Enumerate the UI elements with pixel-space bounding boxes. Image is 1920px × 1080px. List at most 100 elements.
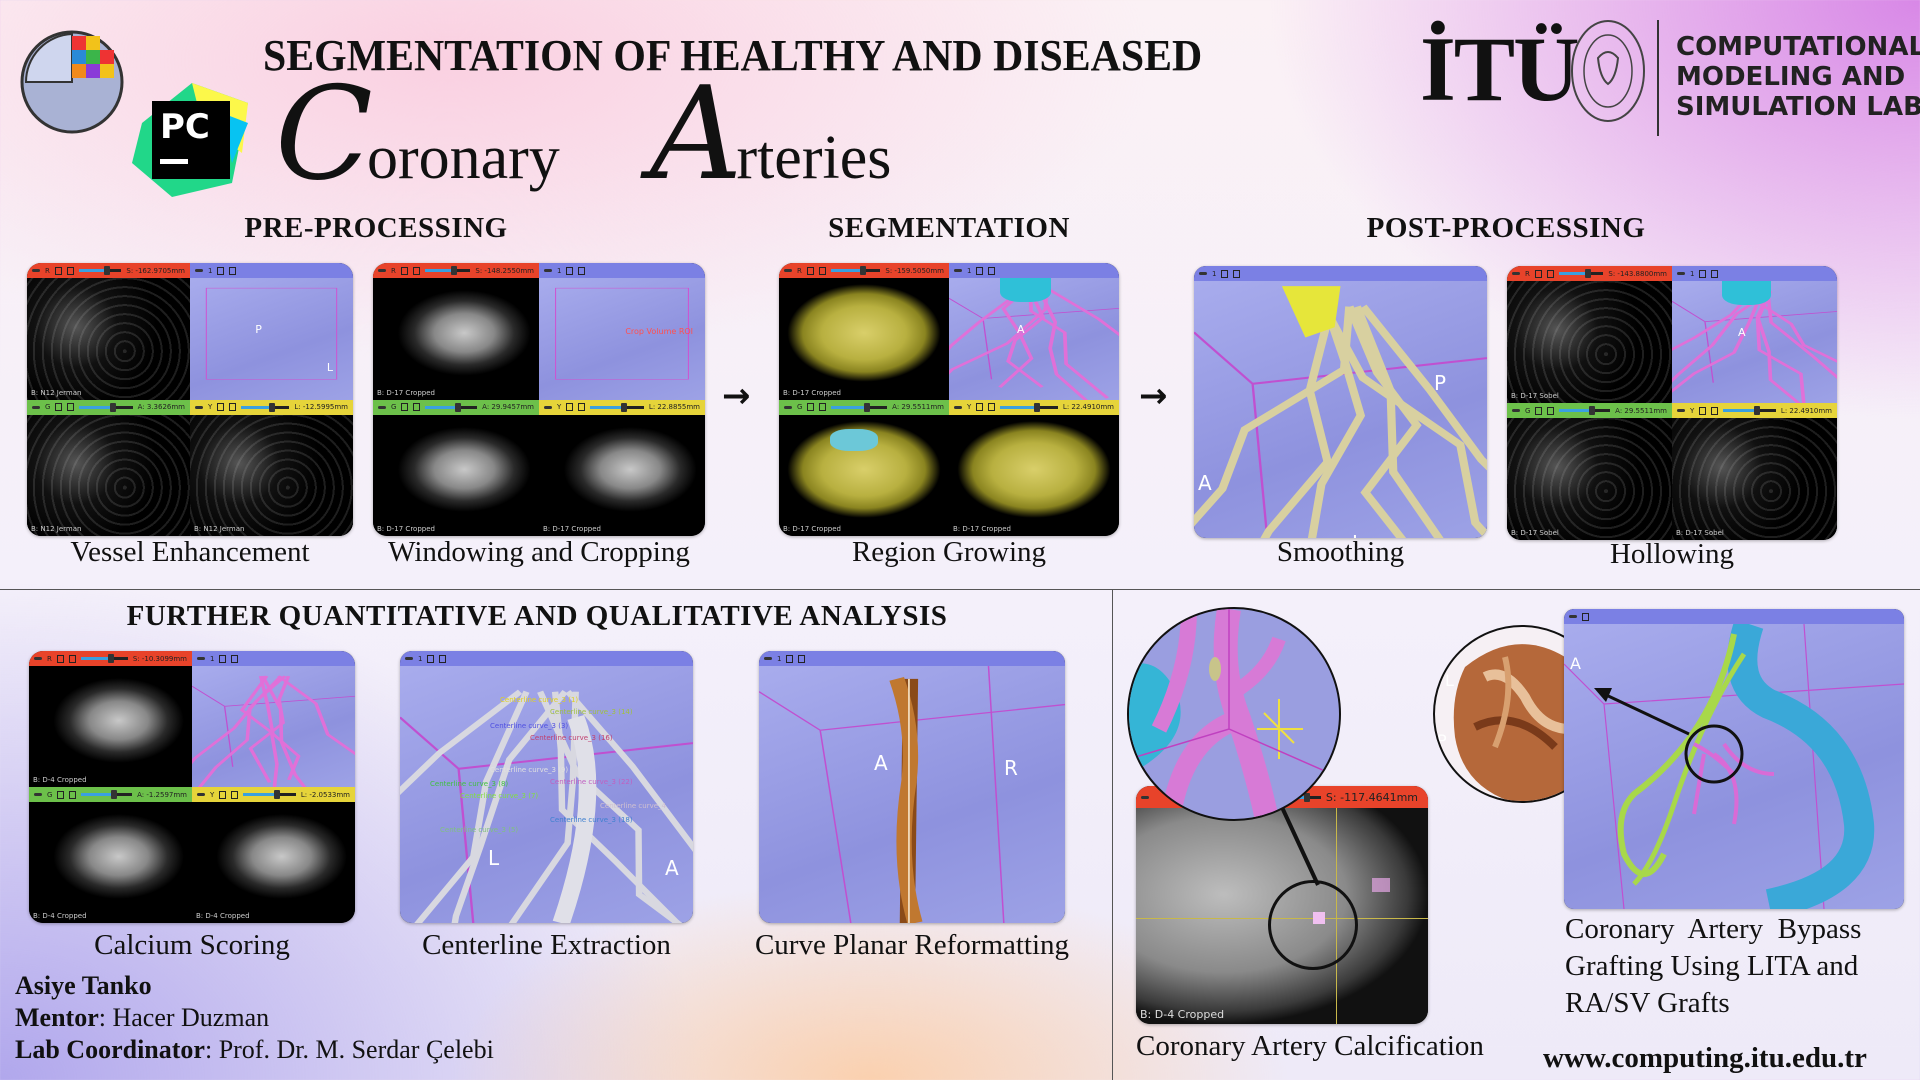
3d-render-view[interactable] — [190, 278, 353, 400]
slice-toolbar-blue[interactable]: 1 — [400, 651, 693, 666]
slice-slider[interactable] — [78, 266, 122, 275]
slice-view[interactable]: B: D-4 Cropped — [29, 802, 192, 923]
link-icon[interactable] — [1221, 269, 1229, 278]
pin-icon[interactable] — [197, 793, 205, 796]
slice-slider[interactable] — [1559, 406, 1611, 415]
pin-icon[interactable] — [544, 405, 552, 409]
slice-slider[interactable] — [79, 402, 133, 412]
pin-icon[interactable] — [195, 269, 203, 272]
maximize-icon[interactable] — [231, 654, 239, 663]
link-icon[interactable] — [400, 266, 408, 275]
slice-toolbar-blue[interactable]: 1 — [190, 263, 353, 278]
pin-icon[interactable] — [784, 405, 792, 409]
viewer-smoothing[interactable]: 1PAI — [1194, 266, 1487, 538]
slice-slider[interactable] — [80, 654, 128, 663]
pin-icon[interactable] — [378, 405, 386, 409]
maximize-icon[interactable] — [229, 403, 237, 411]
slice-view[interactable]: B: D-17 Cropped — [779, 278, 949, 400]
maximize-icon[interactable] — [231, 790, 239, 799]
slice-view[interactable]: B: N12 Jerman — [27, 414, 190, 536]
pin-icon[interactable] — [1199, 272, 1207, 275]
maximize-icon[interactable] — [66, 266, 74, 275]
link-icon[interactable] — [976, 266, 984, 275]
link-icon[interactable] — [219, 654, 227, 663]
link-icon[interactable] — [217, 266, 225, 275]
slice-view[interactable]: B: D-17 Cropped — [373, 278, 539, 400]
link-icon[interactable] — [1699, 406, 1707, 415]
slice-toolbar-blue[interactable]: 1 — [949, 263, 1119, 278]
pin-icon[interactable] — [1512, 409, 1520, 412]
pin-icon[interactable] — [1677, 272, 1685, 275]
slice-view[interactable]: B: D-17 Cropped — [539, 414, 705, 536]
ct-slice-view[interactable]: B: D-4 Cropped — [1136, 808, 1428, 1024]
maximize-icon[interactable] — [67, 403, 75, 411]
link-icon[interactable] — [786, 654, 794, 663]
slice-toolbar-blue[interactable]: 1 — [192, 651, 355, 666]
slice-view[interactable]: B: D-17 Sobel — [1507, 418, 1672, 540]
slice-slider[interactable] — [425, 402, 478, 412]
maximize-icon[interactable] — [439, 654, 447, 663]
slice-slider[interactable] — [1558, 269, 1604, 278]
link-icon[interactable] — [566, 403, 574, 411]
pin-icon[interactable] — [954, 269, 962, 272]
pin-icon[interactable] — [1677, 409, 1685, 412]
3d-render-view[interactable]: Centerline curve_3 (1)Centerline curve_3… — [400, 666, 693, 923]
slice-view[interactable]: B: D-17 Cropped — [373, 414, 539, 536]
maximize-icon[interactable] — [819, 403, 827, 411]
3d-render-view[interactable]: PAI — [1194, 281, 1487, 538]
3d-render-view[interactable]: Crop Volume ROI — [539, 278, 705, 400]
view-blue[interactable]: 1 — [949, 263, 1119, 400]
maximize-icon[interactable] — [1233, 269, 1241, 278]
maximize-icon[interactable] — [229, 266, 237, 275]
pin-icon[interactable] — [34, 657, 42, 660]
maximize-icon[interactable] — [412, 266, 420, 275]
maximize-icon[interactable] — [1547, 406, 1555, 415]
slice-view[interactable]: B: D-17 Sobel — [1507, 281, 1672, 403]
3d-render-view[interactable] — [192, 666, 355, 787]
link-icon[interactable] — [566, 266, 574, 275]
slice-slider[interactable] — [1000, 402, 1058, 412]
link-icon[interactable] — [57, 790, 65, 799]
slice-view[interactable]: B: N12 Jerman — [27, 278, 190, 400]
maximize-icon[interactable] — [1711, 406, 1719, 415]
maximize-icon[interactable] — [1711, 269, 1719, 278]
slice-view[interactable]: B: D-17 Cropped — [949, 414, 1119, 536]
pin-icon[interactable] — [954, 405, 962, 409]
view-blue[interactable]: 1 — [1672, 266, 1837, 403]
pin-icon[interactable] — [32, 269, 40, 272]
3d-view-toolbar[interactable] — [1564, 609, 1904, 624]
slice-slider[interactable] — [243, 790, 296, 799]
link-icon[interactable] — [1699, 269, 1707, 278]
slice-view[interactable]: B: D-17 Cropped — [779, 414, 949, 536]
3d-render-view[interactable] — [1672, 281, 1837, 403]
slice-slider[interactable] — [590, 402, 644, 412]
maximize-icon[interactable] — [818, 266, 826, 275]
maximize-icon[interactable] — [578, 266, 586, 275]
slice-slider[interactable] — [241, 402, 290, 412]
